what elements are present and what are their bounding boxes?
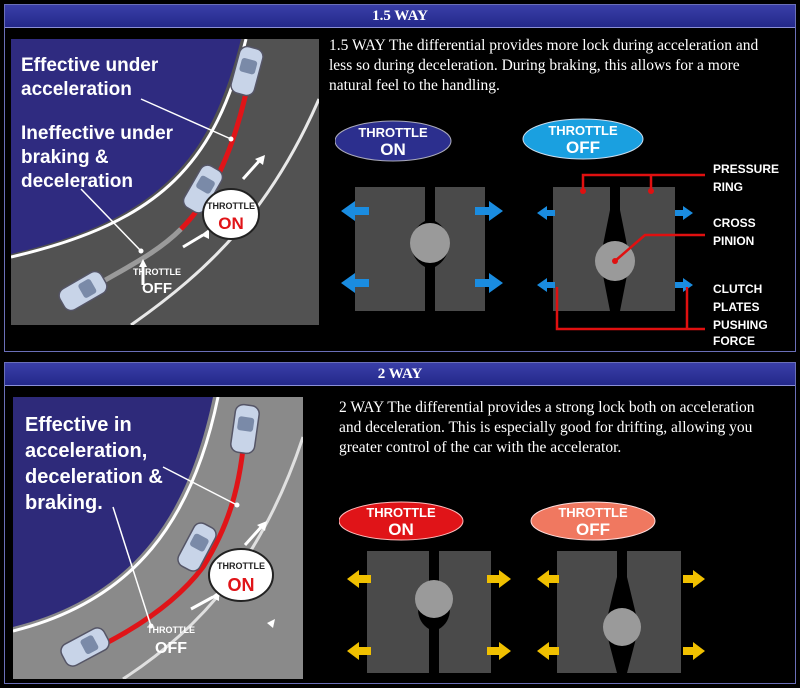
svg-text:CLUTCH: CLUTCH	[713, 282, 762, 296]
track-illustration: THROTTLE ON THROTTLE OFF Effective under…	[11, 39, 319, 325]
differential-diagram: THROTTLE ON THROTTLE OFF	[339, 501, 705, 673]
svg-text:PUSHING: PUSHING	[713, 318, 768, 332]
car-icon	[230, 45, 264, 97]
diff-off	[557, 551, 681, 673]
car-icon	[182, 164, 224, 214]
motion-arrow-icon	[139, 155, 265, 285]
svg-text:OFF: OFF	[155, 640, 187, 657]
svg-text:THROTTLE: THROTTLE	[147, 625, 195, 635]
svg-text:ON: ON	[228, 575, 255, 595]
svg-text:THROTTLE: THROTTLE	[558, 505, 628, 520]
push-arrow-icon	[537, 206, 693, 292]
diff-on	[367, 551, 491, 673]
throttle-off-badge	[522, 118, 644, 160]
diff-off	[553, 187, 675, 311]
svg-text:PRESSURE: PRESSURE	[713, 162, 779, 176]
section-title: 1.5 WAY	[5, 5, 795, 28]
svg-text:ON: ON	[388, 520, 414, 539]
throttle-off-badge	[530, 501, 656, 541]
svg-text:deceleration: deceleration	[21, 171, 133, 192]
svg-text:acceleration,: acceleration,	[25, 440, 147, 462]
panel-1-5-way: 1.5 WAY	[4, 4, 796, 352]
section-description: 1.5 WAY The differential provides more l…	[329, 37, 759, 94]
throttle-on-badge	[335, 120, 452, 162]
throttle-on-badge	[339, 501, 464, 541]
car-icon	[230, 403, 260, 455]
svg-text:Effective in: Effective in	[25, 414, 132, 436]
car-icon	[60, 627, 110, 667]
svg-text:Ineffective under: Ineffective under	[21, 123, 174, 144]
svg-text:PLATES: PLATES	[713, 300, 759, 314]
section-description: 2 WAY The differential provides a strong…	[339, 399, 755, 456]
svg-text:RING: RING	[713, 180, 743, 194]
svg-text:OFF: OFF	[566, 138, 600, 157]
track-illustration: THROTTLE ON THROTTLE OFF Effective in ac…	[13, 397, 303, 679]
throttle-on-bubble	[208, 548, 274, 602]
throttle-on-bubble	[202, 188, 260, 240]
callout-lines	[555, 173, 705, 331]
svg-text:THROTTLE: THROTTLE	[358, 125, 428, 140]
section-title: 2 WAY	[5, 363, 795, 386]
diff-on	[355, 187, 485, 311]
push-arrow-icon	[341, 201, 503, 293]
svg-text:THROTTLE: THROTTLE	[548, 123, 618, 138]
svg-text:PINION: PINION	[713, 234, 754, 248]
svg-text:THROTTLE: THROTTLE	[366, 505, 436, 520]
svg-text:braking &: braking &	[21, 147, 109, 168]
svg-text:Effective under: Effective under	[21, 55, 159, 76]
svg-text:ON: ON	[380, 140, 406, 159]
svg-text:CROSS: CROSS	[713, 216, 756, 230]
svg-text:FORCE: FORCE	[713, 334, 755, 345]
svg-text:ON: ON	[218, 214, 244, 233]
svg-text:OFF: OFF	[142, 280, 172, 297]
svg-text:OFF: OFF	[576, 520, 610, 539]
push-arrow-icon	[537, 570, 705, 660]
car-icon	[177, 522, 217, 572]
svg-text:THROTTLE: THROTTLE	[207, 201, 255, 211]
svg-text:THROTTLE: THROTTLE	[217, 561, 265, 571]
svg-text:braking.: braking.	[25, 492, 103, 514]
svg-text:THROTTLE: THROTTLE	[133, 267, 181, 277]
svg-text:deceleration &: deceleration &	[25, 466, 163, 488]
svg-text:acceleration: acceleration	[21, 79, 132, 100]
car-icon	[58, 270, 108, 312]
differential-diagram: THROTTLE ON THROTTLE OFF	[335, 118, 779, 345]
panel-2-way: 2 WAY THROTTLE ON THROTTLE	[4, 362, 796, 684]
push-arrow-icon	[347, 570, 511, 660]
